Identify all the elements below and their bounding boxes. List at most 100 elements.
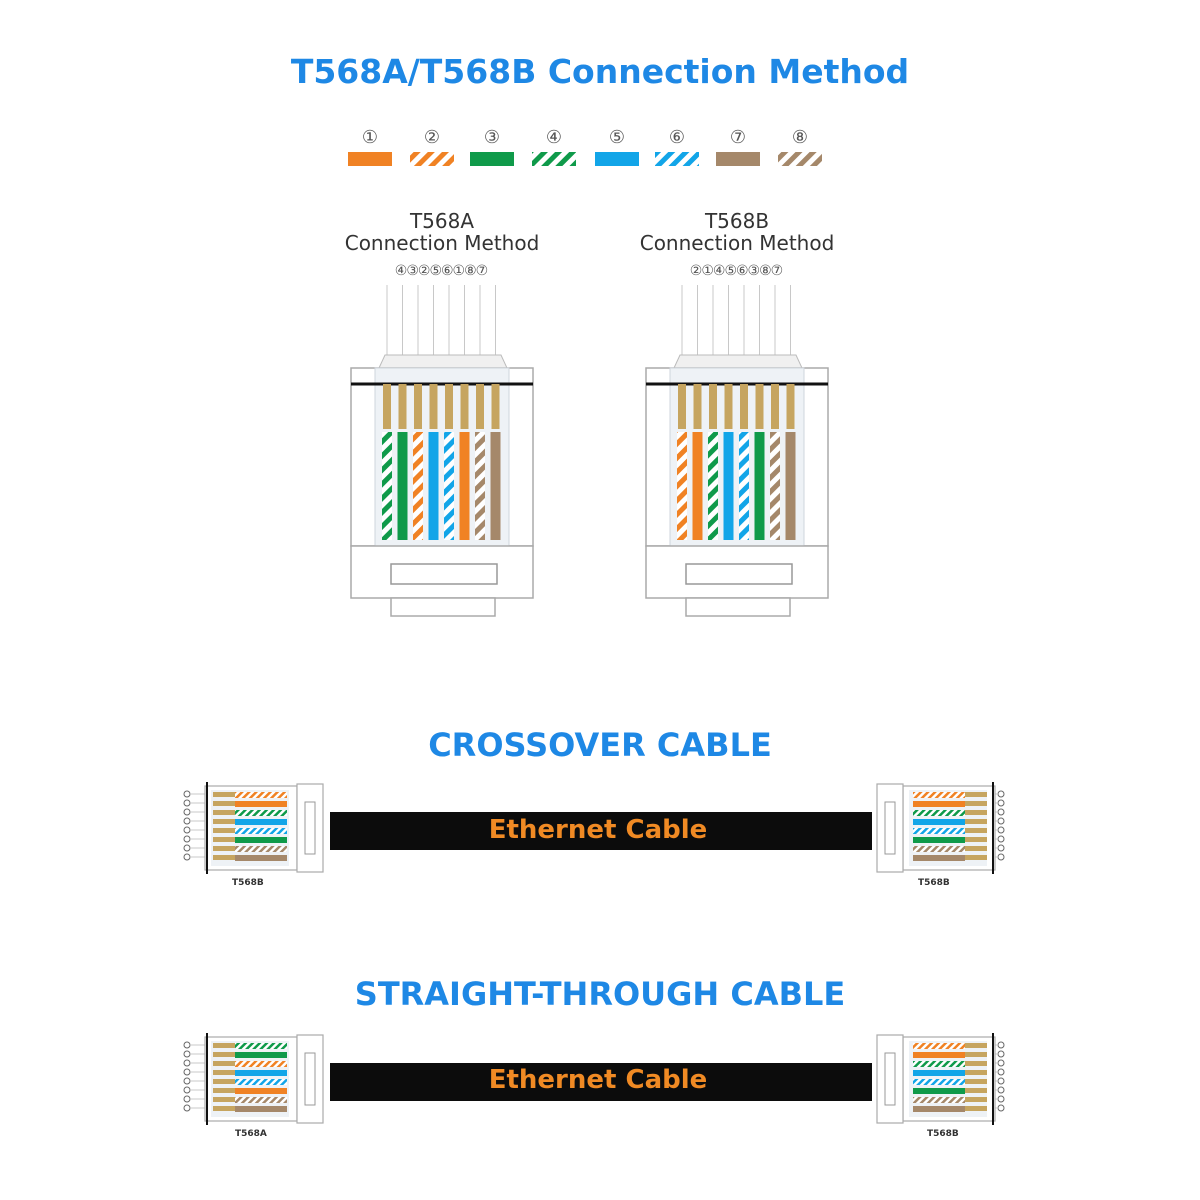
cable-straight-through-left-connector-boot-window xyxy=(304,1052,316,1106)
t568a-boot-window xyxy=(390,563,498,585)
t568b-wire-2 xyxy=(692,432,703,540)
cable-straight-through-left-connector-contact-8 xyxy=(213,1106,235,1111)
cable-straight-through-left-connector xyxy=(183,1033,324,1125)
t568a-wire-1 xyxy=(382,432,392,540)
t568b-contact-3 xyxy=(709,384,717,429)
t568b-contact-2 xyxy=(693,384,702,429)
t568a-contact-3 xyxy=(414,384,422,429)
cable-crossover-right-connector-wire-6 xyxy=(913,837,965,843)
cable-crossover-right-connector-contact-2 xyxy=(965,801,987,806)
cable-straight-through-left-connector-pin-6 xyxy=(183,1086,191,1094)
t568b-boot-window xyxy=(685,563,793,585)
cable-crossover-left-connector-contact-1 xyxy=(213,792,235,797)
legend-swatch-3 xyxy=(470,152,514,166)
cable-straight-through-right-connector-pin-7 xyxy=(997,1095,1005,1103)
t568a-wire-8 xyxy=(490,432,501,540)
t568a-inner xyxy=(374,367,510,547)
cable-crossover-right-connector-pin-6 xyxy=(997,835,1005,843)
straight-right-std: T568B xyxy=(927,1129,959,1139)
cable-crossover-right-connector-pin-1 xyxy=(997,790,1005,798)
cable-straight-through-left-connector-contact-2 xyxy=(213,1052,235,1057)
cable-crossover-jacket xyxy=(330,812,872,850)
legend-number-7: ⑦ xyxy=(729,127,747,148)
cable-crossover-left-connector-pin-8 xyxy=(183,853,191,861)
cable-crossover-left-connector-contact-2 xyxy=(213,801,235,806)
t568a-contact-8 xyxy=(491,384,500,429)
legend-swatch-1 xyxy=(348,152,392,166)
cable-straight-through-right-connector-wire-4 xyxy=(913,1070,965,1076)
cable-crossover-right-connector-wire-8 xyxy=(913,855,965,861)
t568a-contact-4 xyxy=(429,384,438,429)
cable-straight-through-left-connector-contact-7 xyxy=(213,1097,235,1102)
cable-straight-through-left-connector-pin-7 xyxy=(183,1095,191,1103)
t568b-contact-6 xyxy=(755,384,764,429)
cable-crossover-right-connector xyxy=(876,782,1005,874)
t568b-contact-1 xyxy=(678,384,686,429)
cable-straight-through-left-connector-wire-7 xyxy=(235,1097,287,1103)
cable-straight-through-right-connector-pin-5 xyxy=(997,1077,1005,1085)
legend-swatch-2 xyxy=(410,152,454,166)
t568a-wire-5 xyxy=(444,432,454,540)
straight-left-std: T568A xyxy=(235,1129,267,1139)
cable-crossover-right-connector-contact-6 xyxy=(965,837,987,842)
legend-number-2: ② xyxy=(423,127,441,148)
legend-swatch-5 xyxy=(595,152,639,166)
legend-number-8: ⑧ xyxy=(791,127,809,148)
t568a-wire-4 xyxy=(428,432,439,540)
cable-crossover-left-connector-pin-4 xyxy=(183,817,191,825)
straight-through-title: STRAIGHT-THROUGH CABLE xyxy=(354,975,846,1013)
cable-crossover-left-connector-wire-3 xyxy=(235,810,287,816)
cable-crossover-right-connector-pin-7 xyxy=(997,844,1005,852)
legend-swatch-6 xyxy=(655,152,699,166)
cable-straight-through-left-connector-wire-8 xyxy=(235,1106,287,1112)
t568b-inner xyxy=(669,367,805,547)
t568b-wire-5 xyxy=(739,432,749,540)
cable-straight-through-left-connector-wire-2 xyxy=(235,1052,287,1058)
page-title: T568A/T568B Connection Method xyxy=(290,52,910,91)
crossover-title: CROSSOVER CABLE xyxy=(428,726,772,764)
t568b-wire-8 xyxy=(785,432,796,540)
t568a-wire-3 xyxy=(413,432,423,540)
cable-straight-through-right-connector-contact-6 xyxy=(965,1088,987,1093)
cable-straight-through-left-connector-pin-4 xyxy=(183,1068,191,1076)
legend-swatch-8 xyxy=(778,152,822,166)
t568b-pin-order: ②①④⑤⑥③⑧⑦ xyxy=(689,263,783,279)
cable-straight-through-right-connector-boot-window xyxy=(884,1052,896,1106)
cable-straight-through-jacket xyxy=(330,1063,872,1101)
cable-straight-through xyxy=(330,1063,872,1101)
legend-swatch-7 xyxy=(716,152,760,166)
t568b-cable-stub xyxy=(685,597,791,617)
t568a-wire-2 xyxy=(397,432,408,540)
t568b-contact-7 xyxy=(771,384,779,429)
cable-crossover-left-connector-contact-8 xyxy=(213,855,235,860)
connector-diagrams xyxy=(350,285,829,617)
cable-crossover-left-connector-contact-3 xyxy=(213,810,235,815)
cable-straight-through-left-connector-wire-5 xyxy=(235,1079,287,1085)
cable-crossover-left-connector-wire-4 xyxy=(235,819,287,825)
cable-straight-through-left-connector-pin-3 xyxy=(183,1059,191,1067)
cable-straight-through-right-connector-pin-2 xyxy=(997,1050,1005,1058)
cable-crossover-left-connector xyxy=(183,782,324,874)
cable-crossover-right-connector-contact-1 xyxy=(965,792,987,797)
t568b-top-cap xyxy=(673,354,803,369)
t568b-wire-6 xyxy=(754,432,765,540)
cable-crossover-left-connector-pin-5 xyxy=(183,826,191,834)
cable-crossover-left-connector-boot-window xyxy=(304,801,316,855)
cable-straight-through-right-connector-pin-1 xyxy=(997,1041,1005,1049)
t568b-wire-1 xyxy=(677,432,687,540)
cable-straight-through-right-connector-contact-8 xyxy=(965,1106,987,1111)
color-legend xyxy=(348,152,822,166)
legend-swatch-4 xyxy=(532,152,576,166)
cable-straight-through-right-connector-wire-1 xyxy=(913,1043,965,1049)
cable-crossover-left-connector-wire-1 xyxy=(235,792,287,798)
straight-through-cable-label: Ethernet Cable xyxy=(488,1065,708,1095)
t568b-connector xyxy=(645,285,829,617)
t568a-connector xyxy=(350,285,534,617)
t568b-heading: T568B Connection Method xyxy=(617,210,857,254)
cable-straight-through-right-connector-wire-3 xyxy=(913,1061,965,1067)
t568a-heading-line1: T568A xyxy=(409,209,475,233)
t568b-contact-5 xyxy=(740,384,748,429)
cable-straight-through-right-connector-wire-7 xyxy=(913,1097,965,1103)
cable-straight-through-right-connector-wire-8 xyxy=(913,1106,965,1112)
cable-crossover-left-connector-contact-4 xyxy=(213,819,235,824)
